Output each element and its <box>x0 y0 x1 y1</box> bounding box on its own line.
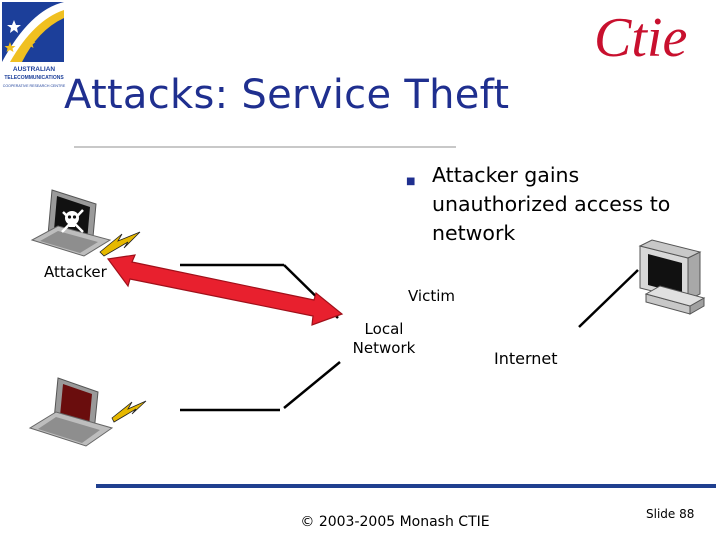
footer-rule <box>96 484 716 488</box>
atcrc-logo: AUSTRALIAN TELECOMMUNICATIONS COOPERATIV… <box>2 2 66 88</box>
local-network-label-line-2: Network <box>352 339 416 357</box>
wire-bottom-diagonal <box>283 361 341 409</box>
logo-line-3: COOPERATIVE RESEARCH CENTRE <box>3 84 66 88</box>
lightning-icon <box>99 231 141 257</box>
local-network-label: Local Network <box>352 320 416 358</box>
lightning-icon <box>111 400 147 423</box>
logo-line-2: TELECOMMUNICATIONS <box>4 75 64 81</box>
local-network-label-line-1: Local <box>364 320 404 338</box>
slide-number: Slide 88 <box>646 507 695 521</box>
laptop-victim-icon <box>28 377 114 447</box>
attacker-label: Attacker <box>44 263 107 281</box>
laptop-attacker-icon <box>30 189 112 257</box>
desktop-computer-icon <box>638 239 706 315</box>
bullet-text: Attacker gains unauthorized access to ne… <box>432 163 671 245</box>
slide-title: Attacks: Service Theft <box>64 72 510 118</box>
logo-line-1: AUSTRALIAN <box>13 66 56 73</box>
victim-label: Victim <box>408 287 456 305</box>
network-wires <box>180 263 639 412</box>
ctie-logo: Ctie <box>594 7 687 69</box>
ctie-logo-text: Ctie <box>594 7 687 69</box>
footer-copyright-wrap: © 2003-2005 Monash CTIE <box>0 514 720 530</box>
bullet-marker-icon: ■ <box>406 176 416 187</box>
skull-crossbones-icon <box>61 209 84 233</box>
wire-internet <box>578 269 639 328</box>
title-rule <box>74 146 456 148</box>
internet-label: Internet <box>494 349 558 368</box>
footer-copyright: © 2003-2005 Monash CTIE <box>300 514 490 530</box>
double-headed-arrow-icon <box>106 254 344 326</box>
